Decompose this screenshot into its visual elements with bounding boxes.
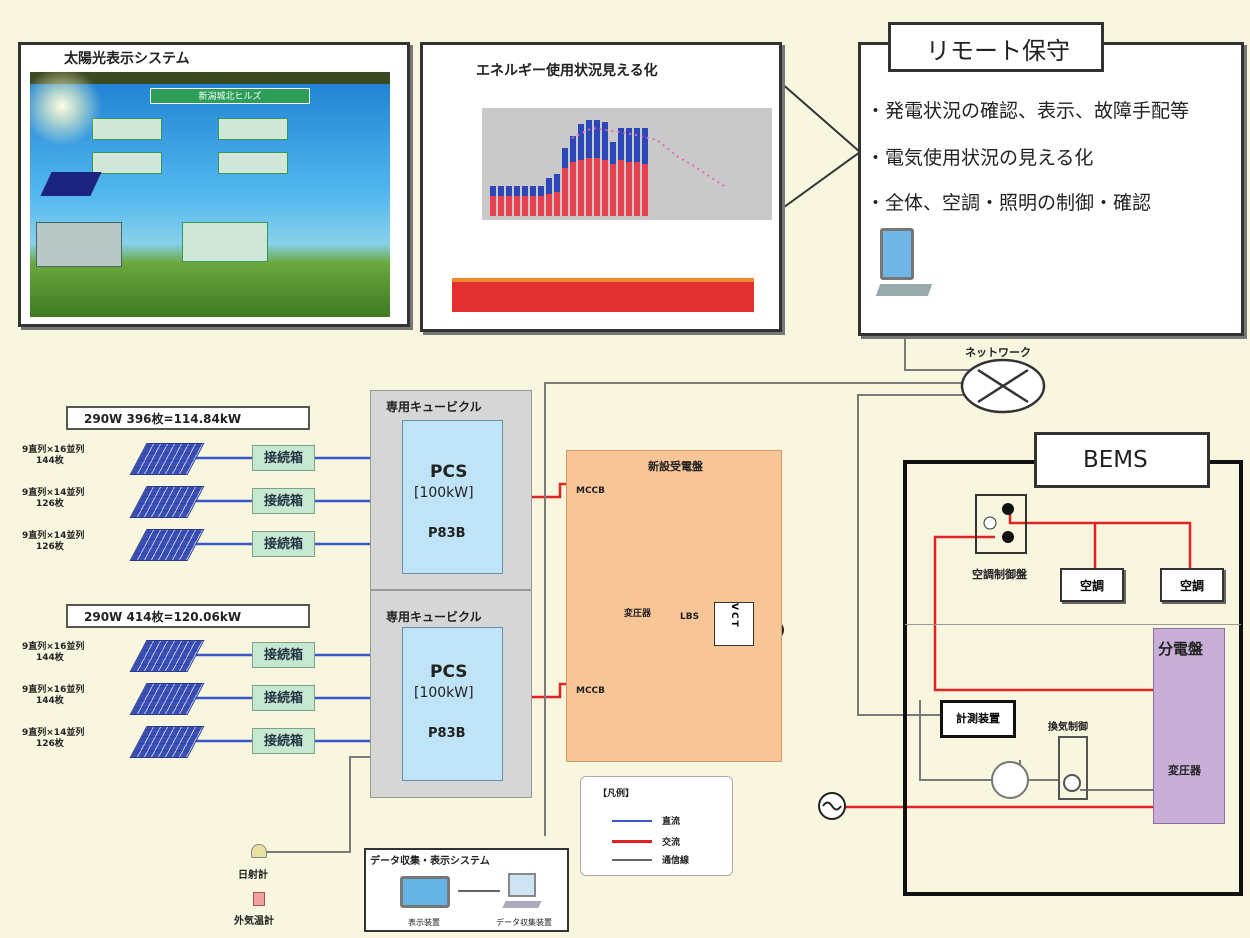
monitor-solar-image	[40, 172, 102, 196]
junction-box: 接続箱	[252, 488, 315, 514]
remote-item-1: ・発電状況の確認、表示、故障手配等	[866, 100, 1190, 122]
cubicle-2-label: 専用キュービクル	[386, 610, 482, 624]
legend	[580, 776, 733, 876]
ac-control-label: 空調制御盤	[972, 568, 1027, 581]
junction-box: 接続箱	[252, 445, 315, 471]
pcs-2	[402, 627, 503, 781]
collector-label: データ収集装置	[496, 918, 552, 927]
remote-title-box	[888, 22, 1104, 72]
ac-unit-2: 空調	[1160, 568, 1224, 602]
array1-row2-line1: 9直列×14並列	[22, 488, 85, 498]
display-device-label: 表示装置	[408, 918, 440, 927]
array2-row2-line2: 144枚	[36, 696, 64, 706]
temperature-sensor-icon	[253, 892, 265, 906]
vent-control-box	[1058, 736, 1088, 800]
ac-control-panel	[975, 494, 1027, 554]
distribution-panel	[1153, 628, 1225, 824]
pcs-2-name: PCS	[430, 662, 468, 682]
monitor-banner: 新潟城北ヒルズ	[150, 88, 310, 104]
meter-device: 計測装置	[940, 700, 1016, 738]
remote-item-3: ・全体、空調・照明の制御・確認	[866, 192, 1152, 214]
network-label: ネットワーク	[965, 346, 1031, 359]
array1-row3-line1: 9直列×14並列	[22, 531, 85, 541]
array1-row3-line2: 126枚	[36, 542, 64, 552]
pcs-1-name: PCS	[430, 462, 468, 482]
monitor-sun	[22, 66, 102, 146]
array1-row1-line1: 9直列×16並列	[22, 445, 85, 455]
vct-box: VCT	[714, 602, 754, 646]
array1-header-text: 290W 396枚=114.84kW	[84, 412, 242, 426]
pcs-1-sub: P83B	[428, 526, 466, 541]
energy-table	[452, 278, 754, 312]
legend-ac-line	[612, 840, 652, 843]
legend-comm-label: 通信線	[662, 856, 690, 866]
remote-title: リモート保守	[926, 37, 1070, 65]
display-device-icon	[400, 876, 450, 908]
ac-unit-1: 空調	[1060, 568, 1124, 602]
pc-icon	[880, 228, 914, 280]
pcs-2-rating: [100kW]	[414, 685, 474, 701]
array2-header-text: 290W 414枚=120.06kW	[84, 610, 242, 624]
cubicle-1-label: 専用キュービクル	[386, 400, 482, 414]
junction-box: 接続箱	[252, 728, 315, 754]
legend-dc-label: 直流	[662, 817, 681, 827]
legend-comm-line	[612, 859, 652, 861]
array2-row3-line2: 126枚	[36, 739, 64, 749]
mccb-1-label: MCCB	[576, 486, 606, 496]
array2-row3-line1: 9直列×14並列	[22, 728, 85, 738]
distribution-panel-label: 分電盤	[1158, 640, 1204, 658]
array1-header	[66, 406, 310, 430]
monitor-topbar	[30, 72, 390, 84]
monitor-screen: 新潟城北ヒルズ	[22, 66, 390, 317]
substation-title: 新設受電盤	[648, 460, 703, 473]
array1-row2-line2: 126枚	[36, 499, 64, 509]
lbs-label: LBS	[680, 612, 700, 622]
array2-header	[66, 604, 310, 628]
vct-label: VCT	[729, 603, 739, 629]
pcs-1-rating: [100kW]	[414, 485, 474, 501]
array2-row1-line1: 9直列×16並列	[22, 642, 85, 652]
junction-box: 接続箱	[252, 531, 315, 557]
monitor-title: 太陽光表示システム	[64, 51, 190, 67]
array1-row1-line2: 144枚	[36, 456, 64, 466]
pcs-1	[402, 420, 503, 574]
remote-item-2: ・電気使用状況の見える化	[866, 147, 1094, 169]
substation-transformer-label: 変圧器	[624, 609, 652, 619]
mccb-2-label: MCCB	[576, 686, 606, 696]
legend-ac-label: 交流	[662, 838, 681, 848]
temperature-label: 外気温計	[234, 916, 274, 927]
array2-row1-line2: 144枚	[36, 653, 64, 663]
energy-chart-area	[482, 108, 772, 220]
pcs-2-sub: P83B	[428, 726, 466, 741]
collector-pc-icon	[508, 873, 536, 897]
bems-title-box	[1034, 432, 1210, 488]
energy-bars	[490, 120, 728, 216]
junction-box: 接続箱	[252, 685, 315, 711]
irradiance-label: 日射計	[238, 870, 268, 881]
legend-dc-line	[612, 820, 652, 822]
grid-source-icon	[818, 792, 846, 820]
bems-title: BEMS	[1083, 447, 1148, 473]
irradiance-sensor-icon	[251, 844, 267, 858]
junction-box: 接続箱	[252, 642, 315, 668]
array2-row2-line1: 9直列×16並列	[22, 685, 85, 695]
energy-title: エネルギー使用状況見える化	[476, 63, 658, 79]
legend-title: 【凡例】	[598, 789, 635, 799]
data-system-title: データ収集・表示システム	[370, 856, 490, 867]
network-icon	[960, 358, 1046, 414]
vent-control-label: 換気制御	[1048, 722, 1088, 733]
bems-transformer-label: 変圧器	[1168, 764, 1201, 777]
